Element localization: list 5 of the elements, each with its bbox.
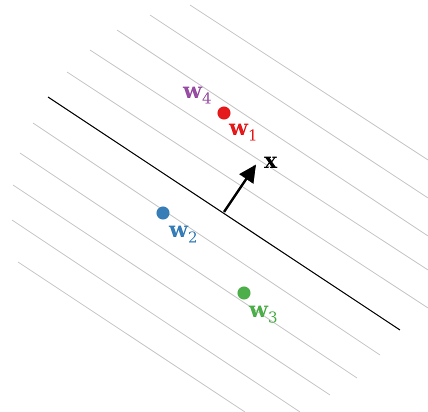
vector-label: w$_{4}$ <box>183 80 212 106</box>
vector-label: x <box>264 150 278 172</box>
vector-label: w$_{2}$ <box>169 219 198 246</box>
vector-label: w$_{1}$ <box>229 117 258 144</box>
vector-label: w$_{3}$ <box>249 299 278 326</box>
